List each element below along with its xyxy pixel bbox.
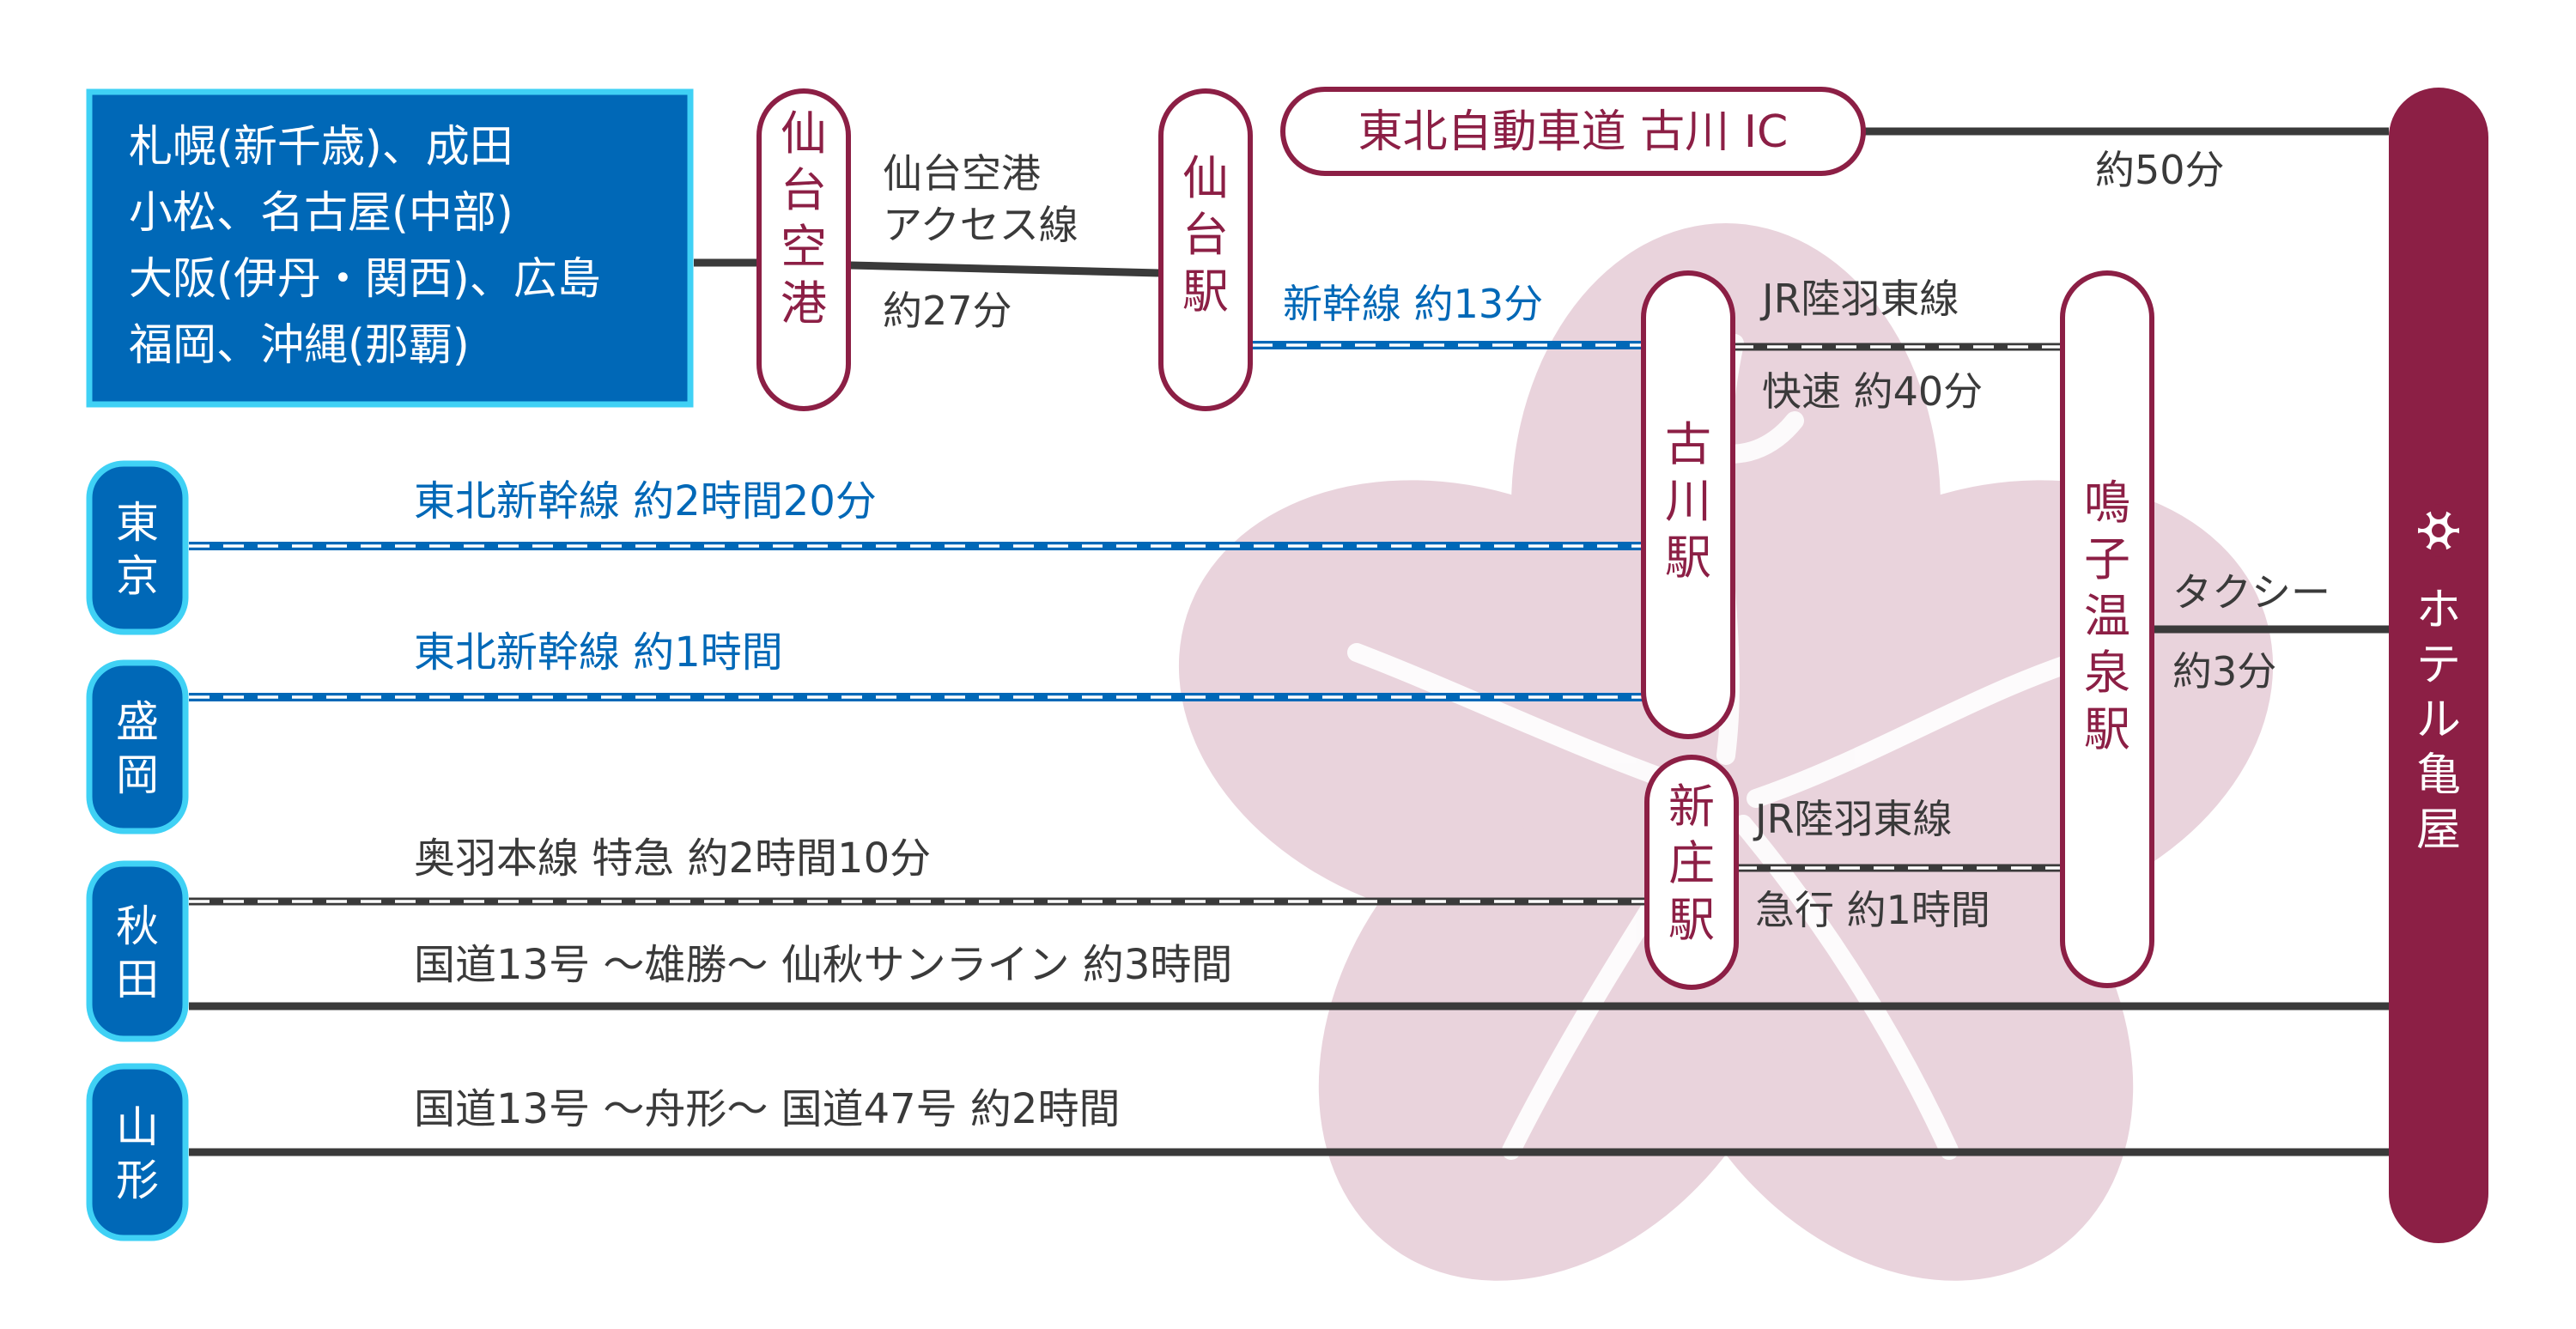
kameya-crest-icon — [2415, 504, 2463, 557]
expressway-ic-label: 東北自動車道 古川 IC — [1358, 106, 1789, 158]
airports-box[interactable]: 札幌(新千歳)、成田 小松、名古屋(中部) 大阪(伊丹・関西)、広島 福岡、沖縄… — [86, 88, 694, 408]
station-naruko-onsen-label: 鳴子温泉駅 — [2084, 476, 2130, 756]
access-line-name-1: 仙台空港 — [883, 150, 1041, 197]
expressway-time: 約50分 — [2095, 147, 2225, 193]
tokyo-route-label: 東北新幹線 約2時間20分 — [414, 477, 877, 525]
origin-morioka-label: 盛岡 — [116, 697, 159, 800]
akita-rail-label: 奥羽本線 特急 約2時間10分 — [414, 834, 931, 883]
rikuu-express-time: 急行 約1時間 — [1755, 887, 1990, 933]
origin-yamagata[interactable]: 山形 — [86, 1063, 189, 1241]
rikuu-rapid-name: JR陸羽東線 — [1759, 276, 1959, 322]
access-line-time: 約27分 — [883, 288, 1012, 334]
line-access-line — [849, 261, 1160, 277]
airports-line-4: 福岡、沖縄(那覇) — [129, 320, 470, 371]
station-naruko-onsen[interactable]: 鳴子温泉駅 — [2060, 270, 2154, 988]
airports-line-3: 大阪(伊丹・関西)、広島 — [129, 254, 601, 305]
yamagata-road-label: 国道13号 ～舟形～ 国道47号 約2時間 — [414, 1085, 1120, 1133]
hotel-name: ホテル亀屋 — [2416, 585, 2461, 856]
station-sendai-label: 仙台駅 — [1182, 151, 1229, 319]
rikuu-express-name: JR陸羽東線 — [1753, 796, 1953, 842]
morioka-route-label: 東北新幹線 約1時間 — [414, 628, 783, 677]
station-sendai-airport-label: 仙台空港 — [781, 106, 827, 331]
airports-line-2: 小松、名古屋(中部) — [129, 188, 513, 239]
origin-tokyo[interactable]: 東京 — [86, 460, 189, 635]
station-furukawa[interactable]: 古川駅 — [1641, 270, 1735, 739]
hotel-kameya[interactable]: ホテル亀屋 — [2389, 88, 2488, 1243]
origin-yamagata-label: 山形 — [116, 1102, 159, 1205]
origin-tokyo-label: 東京 — [116, 498, 159, 601]
akita-road-label: 国道13号 ～雄勝～ 仙秋サンライン 約3時間 — [414, 941, 1232, 989]
access-line-name-2: アクセス線 — [883, 202, 1078, 248]
taxi-time: 約3分 — [2172, 648, 2276, 695]
station-sendai[interactable]: 仙台駅 — [1158, 88, 1253, 411]
origin-akita-label: 秋田 — [116, 901, 159, 1004]
station-furukawa-label: 古川駅 — [1665, 417, 1711, 585]
station-shinjo[interactable]: 新庄駅 — [1644, 755, 1739, 990]
shinkansen-sendai-label: 新幹線 約13分 — [1283, 281, 1543, 327]
route-labels: 仙台空港 アクセス線 約27分 新幹線 約13分 約50分 JR陸羽東線 快速 … — [414, 147, 2330, 1133]
station-shinjo-label: 新庄駅 — [1668, 780, 1715, 947]
expressway-ic[interactable]: 東北自動車道 古川 IC — [1280, 87, 1866, 176]
route-lines — [189, 127, 2389, 1156]
origin-morioka[interactable]: 盛岡 — [86, 659, 189, 834]
taxi-name: タクシー — [2172, 569, 2330, 616]
airports-line-1: 札幌(新千歳)、成田 — [129, 122, 513, 173]
origin-akita[interactable]: 秋田 — [86, 860, 189, 1042]
station-sendai-airport[interactable]: 仙台空港 — [756, 88, 851, 411]
rikuu-rapid-time: 快速 約40分 — [1762, 368, 1983, 415]
